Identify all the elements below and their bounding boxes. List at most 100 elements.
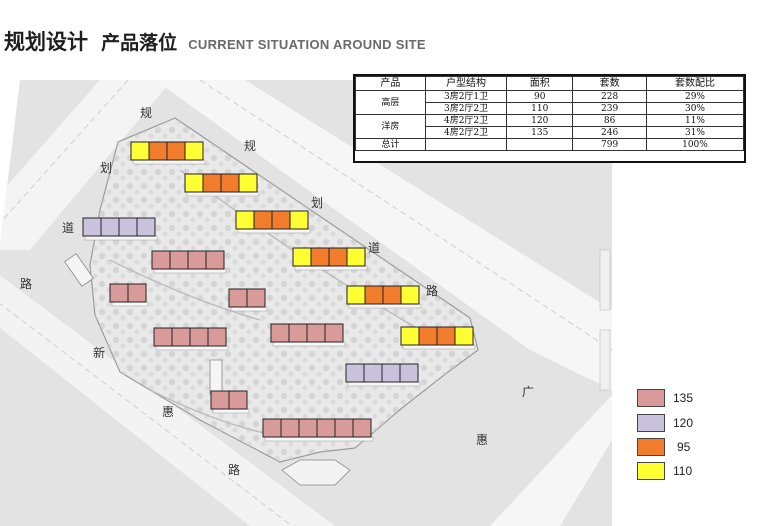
unit-cell xyxy=(381,363,401,383)
unit-cell xyxy=(246,288,266,308)
ratio-cell: 11% xyxy=(645,114,745,127)
structure-cell: 4房2厅2卫 xyxy=(424,126,508,139)
unit-cell xyxy=(148,141,168,161)
unit-cell xyxy=(288,323,308,343)
unit-cell xyxy=(189,327,209,347)
road-label-nw-4: 路 xyxy=(20,276,32,291)
empty-cell xyxy=(424,138,508,151)
building-base xyxy=(294,265,368,271)
unit-cell xyxy=(82,217,102,237)
unit-cell xyxy=(127,283,147,303)
legend-swatch xyxy=(637,462,665,480)
legend-item-120: 120 xyxy=(637,414,747,434)
unit-cell xyxy=(238,173,258,193)
unit-cell xyxy=(169,250,189,270)
table-row: 高层 3房2厅1卫 90 228 29% xyxy=(355,90,745,115)
unit-cell xyxy=(253,210,273,230)
unit-cell xyxy=(289,210,309,230)
unit-cell xyxy=(346,247,366,267)
unit-cell xyxy=(454,326,474,346)
unit-cell xyxy=(220,173,240,193)
unit-cell xyxy=(364,285,384,305)
unit-cell xyxy=(262,418,282,438)
unit-cell xyxy=(207,327,227,347)
unit-cell xyxy=(109,283,129,303)
product-cell: 洋房 xyxy=(355,114,426,139)
road-label-se-2: 惠 xyxy=(476,433,488,447)
empty-cell xyxy=(506,138,574,151)
page-title: 规划设计 xyxy=(4,30,88,54)
building-base xyxy=(347,381,421,387)
legend-swatch xyxy=(637,438,665,456)
unit-cell xyxy=(328,247,348,267)
road-label-se-1: 广 xyxy=(522,385,534,399)
unit-cell xyxy=(324,323,344,343)
neighbor-building xyxy=(599,249,611,311)
building-base xyxy=(272,341,346,347)
page-title-english: CURRENT SITUATION AROUND SITE xyxy=(188,37,426,52)
building-base xyxy=(155,345,229,351)
area-cell: 110 xyxy=(506,102,574,115)
unit-mix-table: 产品 户型结构 面积 套数 套数配比 高层 3房2厅1卫 90 228 29% … xyxy=(353,74,746,163)
total-label-cell: 总计 xyxy=(355,138,426,151)
road-northwest xyxy=(0,80,172,250)
unit-cell xyxy=(235,210,255,230)
page-header: 规划设计 产品落位 CURRENT SITUATION AROUND SITE xyxy=(4,26,426,56)
area-cell: 90 xyxy=(506,90,574,103)
unit-cell xyxy=(210,390,230,410)
road-label-sw-2: 惠 xyxy=(162,405,174,419)
unit-cell xyxy=(382,285,402,305)
table-header: 套数配比 xyxy=(645,76,745,91)
unit-cell xyxy=(166,141,186,161)
unit-cell xyxy=(352,418,372,438)
total-ratio-cell: 100% xyxy=(645,138,745,151)
legend-swatch xyxy=(637,389,665,407)
unit-cell xyxy=(184,173,204,193)
building-base xyxy=(402,344,476,350)
area-cell: 135 xyxy=(506,126,574,139)
unit-cell xyxy=(100,217,120,237)
count-cell: 86 xyxy=(572,114,647,127)
count-cell: 239 xyxy=(572,102,647,115)
ratio-cell: 31% xyxy=(645,126,745,139)
unit-cell xyxy=(306,323,326,343)
clubhouse xyxy=(281,459,351,486)
neighbor-building xyxy=(599,329,611,391)
road-label-sw-1: 新 xyxy=(93,345,105,360)
count-cell: 228 xyxy=(572,90,647,103)
road-label-ne-2: 划 xyxy=(311,196,323,210)
unit-cell xyxy=(205,250,225,270)
road-label-nw-2: 划 xyxy=(100,161,112,175)
unit-cell xyxy=(280,418,300,438)
table-header: 面积 xyxy=(506,76,574,91)
unit-cell xyxy=(418,326,438,346)
table-header: 户型结构 xyxy=(424,76,508,91)
unit-cell xyxy=(118,217,138,237)
unit-cell xyxy=(184,141,204,161)
legend-item-95: 95 xyxy=(637,438,747,458)
legend-item-135: 135 xyxy=(637,389,747,409)
legend-label: 110 xyxy=(673,464,693,478)
unit-cell xyxy=(400,285,420,305)
unit-cell xyxy=(228,288,248,308)
road-label-nw-3: 道 xyxy=(62,221,74,235)
count-cell: 246 xyxy=(572,126,647,139)
unit-cell xyxy=(271,210,291,230)
ratio-cell: 29% xyxy=(645,90,745,103)
building-base xyxy=(237,228,311,234)
unit-blocks xyxy=(82,141,476,442)
outbuilding xyxy=(64,253,94,287)
road-label-nw-1: 规 xyxy=(140,105,152,120)
unit-cell xyxy=(270,323,290,343)
table-row: 3房2厅2卫 110 239 30% xyxy=(356,102,745,115)
road-label-sw-3: 路 xyxy=(228,462,240,477)
outbuilding xyxy=(209,359,223,395)
table-header: 套数 xyxy=(572,76,647,91)
road-label-ne-3: 道 xyxy=(368,241,380,255)
road-label-ne-4: 路 xyxy=(426,283,438,298)
unit-cell xyxy=(187,250,207,270)
building-base xyxy=(348,303,422,309)
unit-cell xyxy=(316,418,336,438)
unit-cell xyxy=(292,247,312,267)
legend-label: 95 xyxy=(677,440,691,454)
